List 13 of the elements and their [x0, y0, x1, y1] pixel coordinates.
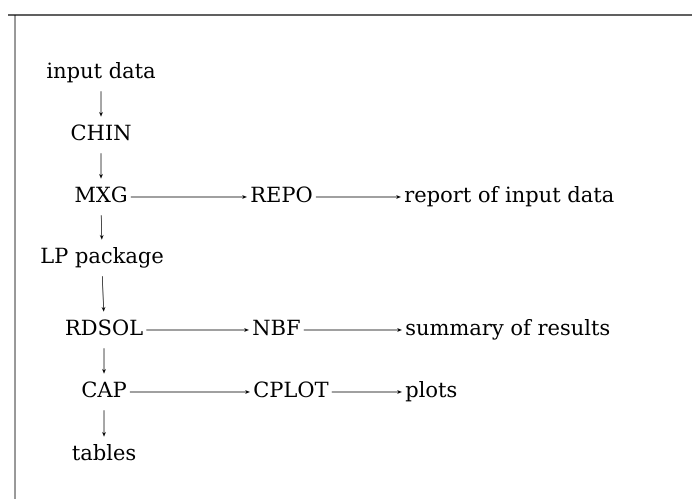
node-label: MXG — [75, 186, 126, 202]
node-label: report of input data — [404, 186, 614, 206]
node-label: CAP — [82, 381, 126, 398]
node-label: plots — [406, 381, 456, 402]
node-label: input data — [47, 62, 155, 82]
node-label: CHIN — [72, 124, 131, 140]
node-label: RDSOL — [66, 319, 143, 336]
node-label: LP package — [41, 247, 163, 268]
node-label: summary of results — [406, 319, 610, 340]
node-label: CPLOT — [254, 381, 328, 398]
node-label: REPO — [251, 186, 312, 202]
node-label: tables — [72, 444, 136, 460]
node-label: NBF — [253, 320, 300, 336]
